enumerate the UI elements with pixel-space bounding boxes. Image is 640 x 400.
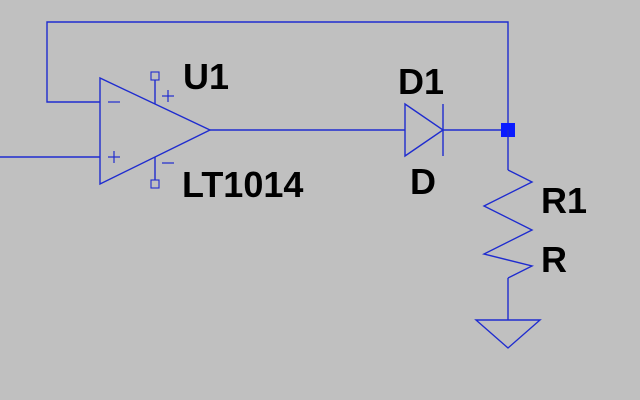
resistor-ref-label: R1 <box>541 180 588 221</box>
opamp-vplus-pin[interactable] <box>150 71 160 81</box>
ground-symbol[interactable] <box>474 319 542 349</box>
diode-value-label: D <box>410 161 436 202</box>
feedback-wire[interactable] <box>46 21 509 130</box>
opamp-ref-label: U1 <box>183 56 230 97</box>
opamp-value-label: LT1014 <box>182 164 304 205</box>
opamp-vminus-pin[interactable] <box>150 179 160 189</box>
resistor-value-label: R <box>541 239 567 280</box>
resistor-symbol[interactable] <box>481 169 535 279</box>
diode-symbol[interactable] <box>404 102 445 158</box>
diode-ref-label: D1 <box>398 61 445 102</box>
